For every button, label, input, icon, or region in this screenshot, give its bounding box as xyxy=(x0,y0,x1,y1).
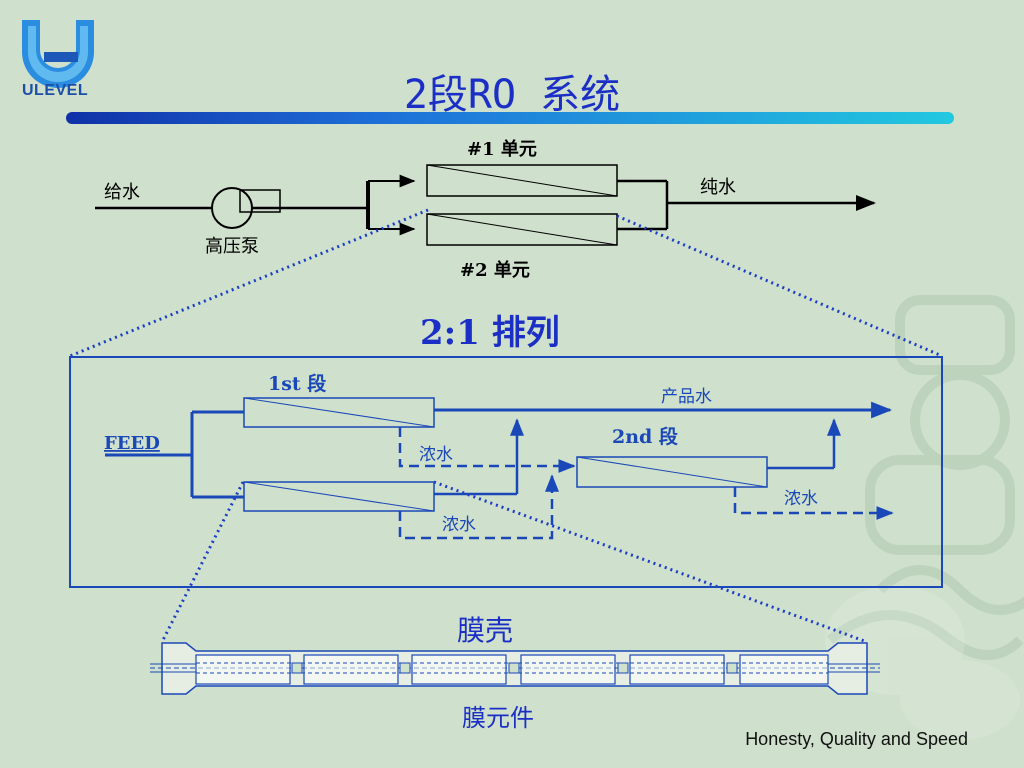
ro-unit-1 xyxy=(426,164,618,197)
stage1-vessel-1 xyxy=(243,397,435,428)
unit1-label: #1 单元 xyxy=(467,138,537,160)
concentrate-label-2: 浓水 xyxy=(442,515,476,535)
footer-slogan: Honesty, Quality and Speed xyxy=(745,729,968,749)
high-pressure-pump-icon xyxy=(211,187,253,229)
stage1-label: 1st 段 xyxy=(268,372,327,395)
feed-water-label: 给水 xyxy=(104,182,140,203)
stage2-label: 2nd 段 xyxy=(612,425,679,448)
detail-feed-label: FEED xyxy=(104,433,160,454)
membrane-housing-label: 膜壳 xyxy=(457,614,513,647)
detail-box: FEED 1st 段 2nd 段 产品水 浓水 浓水 浓水 xyxy=(69,356,943,588)
title-underline-bar xyxy=(66,112,954,124)
pump-label: 高压泵 xyxy=(205,236,259,257)
page-title: 2段RO 系统 xyxy=(403,72,621,118)
stage2-vessel xyxy=(576,456,768,488)
concentrate-lines xyxy=(398,427,890,540)
unit2-label: #2 单元 xyxy=(460,259,530,281)
ro-unit-2 xyxy=(426,213,618,246)
detail-frame xyxy=(69,356,943,588)
product-water-label: 产品水 xyxy=(661,387,712,407)
membrane-element-label: 膜元件 xyxy=(462,704,534,732)
top-schematic: 给水 高压泵 #1 单元 #2 单元 纯水 xyxy=(95,138,876,281)
pure-water-label: 纯水 xyxy=(700,177,736,198)
membrane-housing xyxy=(150,642,880,695)
concentrate-label-1: 浓水 xyxy=(419,445,453,465)
ulevel-logo-icon xyxy=(22,20,94,88)
array-title: 2:1 排列 xyxy=(420,313,560,353)
stage1-vessel-2 xyxy=(243,481,435,512)
zoom-guide-lines xyxy=(69,208,943,644)
concentrate-label-3: 浓水 xyxy=(784,489,818,509)
membrane-elements xyxy=(195,654,829,685)
logo-text: ULEVEL xyxy=(22,82,89,99)
pump-motor xyxy=(239,189,281,213)
